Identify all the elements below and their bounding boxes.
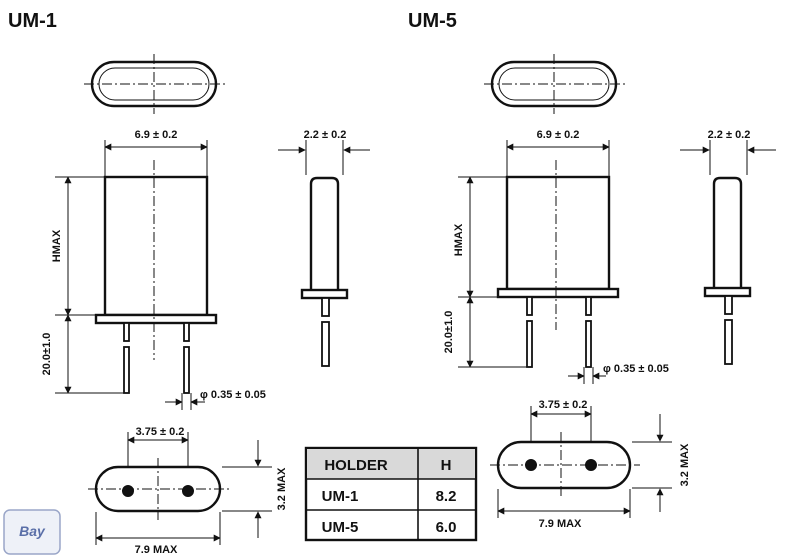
um5-side-view: 2.2 ± 0.2 [680,129,776,365]
table-cell-holder: UM-1 [322,488,359,505]
um1-lead-length-dim: 20.0±1.0 [41,333,53,376]
um1-lead-dia-dim: φ 0.35 ± 0.05 [200,389,266,401]
um1-base-width-dim: 7.9 MAX [135,544,178,556]
um1-title: UM-1 [8,10,57,32]
um5-base-height-dim: 3.2 MAX [679,443,691,486]
um5-top-view [484,54,626,114]
um5-lead-dia-dim: φ 0.35 ± 0.05 [603,363,669,375]
um5-pitch-dim: 3.75 ± 0.2 [539,399,588,411]
table-cell-holder: UM-5 [322,519,359,536]
table-header-holder: HOLDER [324,457,388,474]
um5-lead-length-dim: 20.0±1.0 [443,311,455,354]
table-header-h: H [441,457,452,474]
um5-base-view: 3.75 ± 0.2 3.2 MAX 7.9 MAX [490,399,691,530]
um5-title: UM-5 [408,10,457,32]
um5-thickness-dim: 2.2 ± 0.2 [708,129,751,141]
um5-front-view: 6.9 ± 0.2 HMAX 20.0±1.0 φ 0.35 ± 0.05 [443,129,669,384]
table-cell-h: 8.2 [436,488,457,505]
logo-text: Bay [19,523,46,539]
um1-side-view: 2.2 ± 0.2 [278,129,370,367]
um5-drawing: UM-5 6.9 ± 0.2 HMAX [408,10,776,530]
um1-front-view: 6.9 ± 0.2 HMAX 20.0±1.0 φ 0.35 ± 0.05 [41,129,266,410]
um1-thickness-dim: 2.2 ± 0.2 [304,129,347,141]
bay-logo-icon: Bay [3,509,61,555]
holder-table: HOLDER H UM-1 8.2 UM-5 6.0 [304,446,478,542]
um1-base-view: 3.75 ± 0.2 3.2 MAX 7.9 MAX [88,426,288,556]
um1-height-dim: HMAX [51,229,63,262]
um5-width-dim: 6.9 ± 0.2 [537,129,580,141]
um5-height-dim: HMAX [453,223,465,256]
um1-drawing: UM-1 6.9 ± 0.2 HMAX [8,10,370,556]
table-cell-h: 6.0 [436,519,457,536]
um5-base-width-dim: 7.9 MAX [539,518,582,530]
um1-pitch-dim: 3.75 ± 0.2 [136,426,185,438]
um1-top-view [84,54,226,114]
um1-base-height-dim: 3.2 MAX [276,467,288,510]
um1-width-dim: 6.9 ± 0.2 [135,129,178,141]
